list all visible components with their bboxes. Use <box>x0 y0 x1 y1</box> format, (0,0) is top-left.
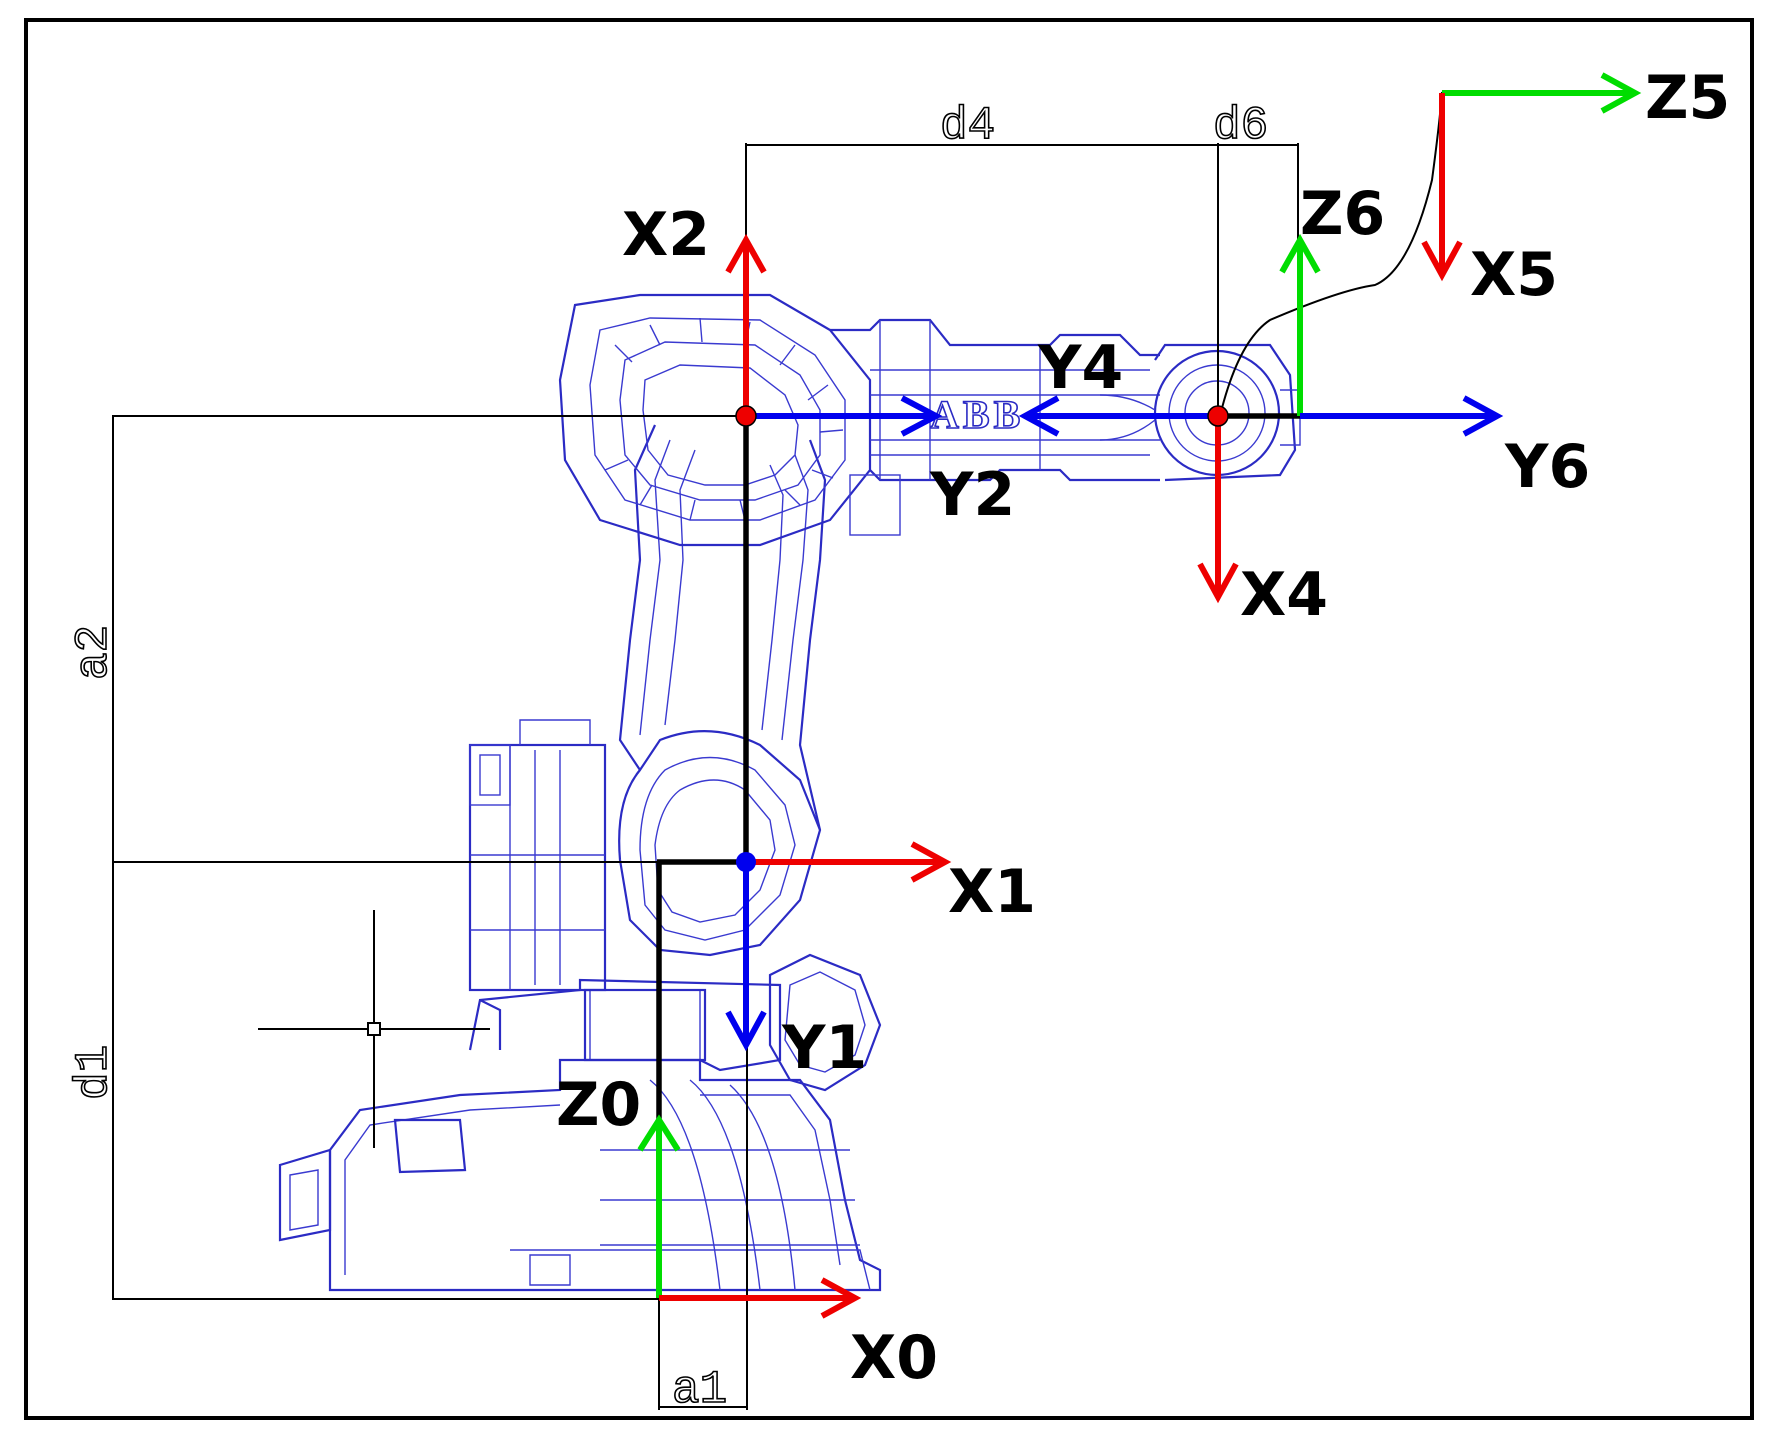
label-z0: Z0 <box>556 1070 641 1140</box>
x0-arrowhead <box>820 1277 862 1319</box>
label-y1: Y1 <box>781 1013 867 1083</box>
x2-arrowhead <box>725 233 767 274</box>
label-x4: X4 <box>1240 560 1328 630</box>
dim-label-d4: d4 <box>940 100 995 152</box>
x1-arrowhead <box>910 841 952 883</box>
label-y2: Y2 <box>929 460 1015 530</box>
label-y6: Y6 <box>1504 432 1590 502</box>
frame-5 <box>1421 72 1642 282</box>
frame-0 <box>637 1114 862 1319</box>
frame-1 <box>725 841 952 1052</box>
joint-1-origin <box>736 852 756 872</box>
label-x2: X2 <box>622 200 710 270</box>
label-z5: Z5 <box>1645 63 1730 133</box>
y2-arrowhead <box>900 395 943 437</box>
joint-2-origin <box>735 405 757 427</box>
dim-label-a2: a2 <box>68 625 120 680</box>
diagram-border <box>24 18 1754 1420</box>
dim-label-d1: d1 <box>68 1045 120 1100</box>
dim-label-a1: a1 <box>672 1364 727 1416</box>
label-y4: Y4 <box>1037 333 1123 403</box>
dimension-labels: d4 d6 a1 a2 d1 <box>67 99 1269 1417</box>
x4-arrowhead <box>1197 562 1239 604</box>
frame-4 <box>1018 395 1239 604</box>
y6-arrowhead <box>1462 395 1504 437</box>
axis-labels: X0 Z0 X1 Y1 X2 Y2 Y4 X4 Z6 Y6 Z5 X5 <box>556 63 1730 1393</box>
z0-arrowhead <box>637 1114 681 1152</box>
label-x5: X5 <box>1470 240 1558 310</box>
z5-arrowhead <box>1600 72 1642 114</box>
dimension-lines <box>112 91 1443 1410</box>
z6-arrowhead <box>1279 233 1321 274</box>
dim-label-d6: d6 <box>1213 100 1268 152</box>
label-x1: X1 <box>948 857 1036 927</box>
x5-arrowhead <box>1421 240 1463 282</box>
label-z6: Z6 <box>1300 179 1385 249</box>
label-x0: X0 <box>850 1323 938 1393</box>
joint-4-origin <box>1207 405 1229 427</box>
y4-arrowhead <box>1018 395 1060 437</box>
y1-arrowhead <box>725 1010 767 1052</box>
abb-logo: ABB <box>930 392 1024 437</box>
frame-6 <box>1279 233 1504 437</box>
frame-2 <box>725 233 943 437</box>
